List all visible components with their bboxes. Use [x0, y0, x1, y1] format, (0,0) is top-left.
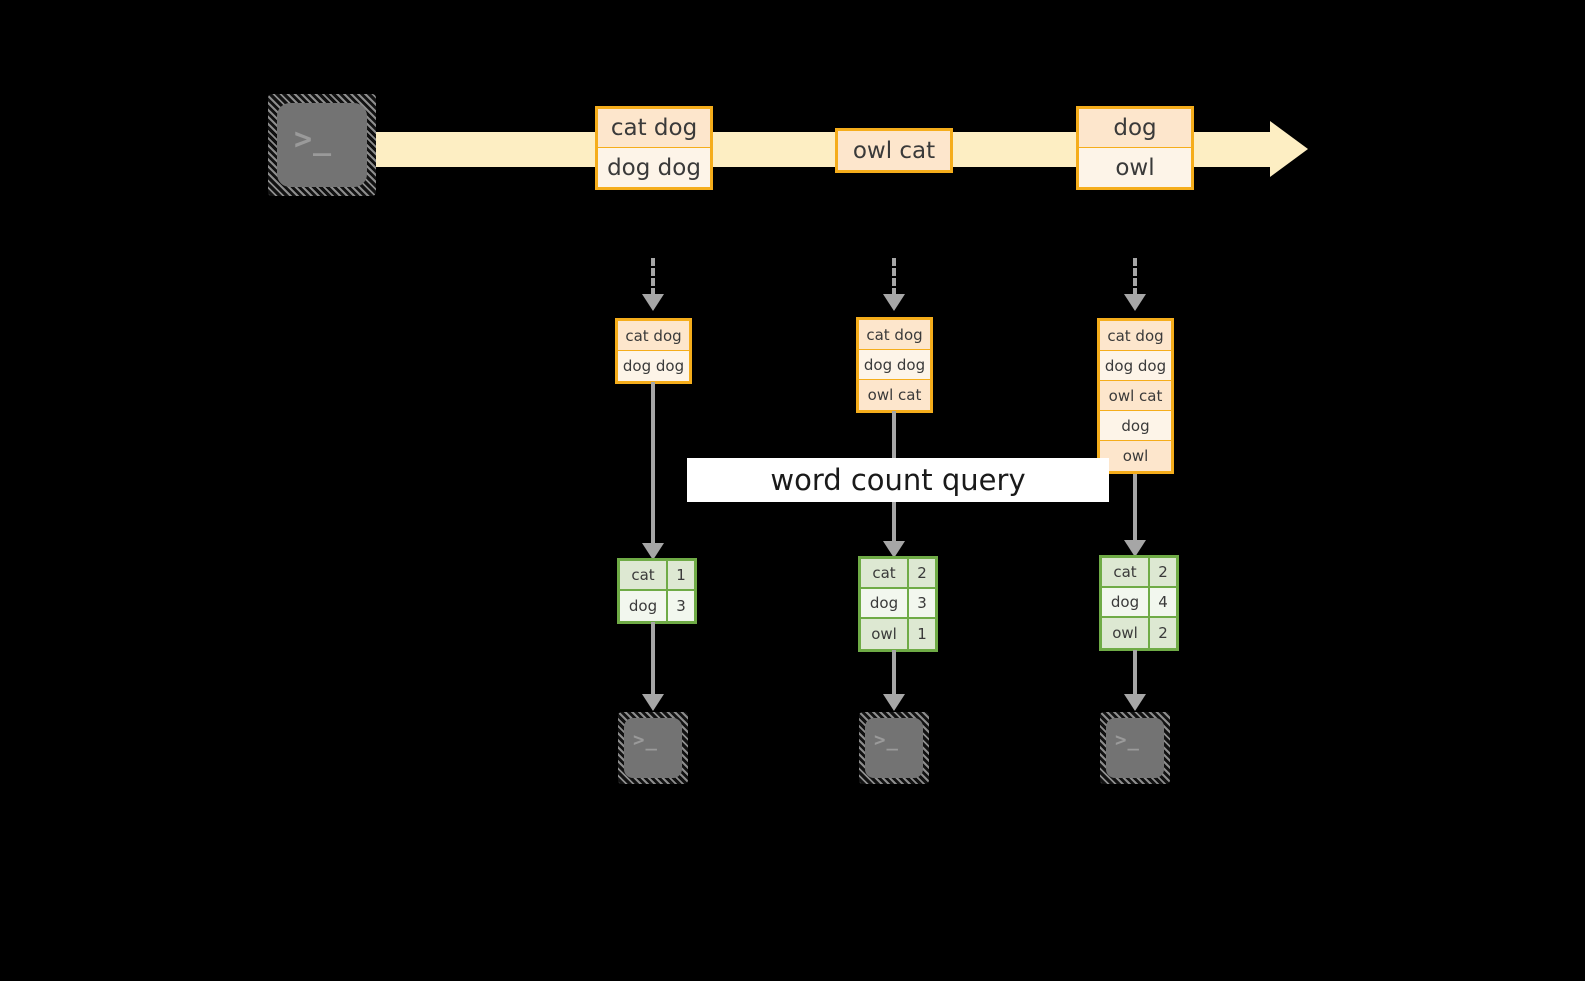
accumulated-3-line-4: dog	[1100, 411, 1171, 441]
terminal-prompt-glyph: >_	[874, 729, 899, 751]
terminal-screen: >_	[1106, 718, 1164, 778]
result-3-count-3: 2	[1150, 618, 1176, 648]
stream-event-3-line-2: owl	[1079, 148, 1191, 187]
terminal-screen: >_	[865, 718, 923, 778]
sink-connector-3	[1133, 650, 1137, 700]
tick-arrowhead-3-icon	[1124, 294, 1146, 311]
tick-connector-1	[651, 258, 655, 296]
result-1-word-1: cat	[620, 561, 668, 589]
result-1-count-2: 3	[668, 591, 694, 621]
query-label-text: word count query	[770, 463, 1026, 497]
table-row: cat 2	[861, 559, 935, 589]
query-arrowhead-3-icon	[1124, 540, 1146, 557]
accumulated-3-line-3: owl cat	[1100, 381, 1171, 411]
result-3-count-1: 2	[1150, 558, 1176, 586]
result-1-word-2: dog	[620, 591, 668, 621]
accumulated-box-1[interactable]: cat dog dog dog	[615, 318, 692, 384]
terminal-screen: >_	[277, 103, 367, 187]
result-table-1[interactable]: cat 1 dog 3	[617, 558, 697, 624]
stream-event-1-line-2: dog dog	[598, 148, 710, 187]
source-terminal-icon: >_	[268, 94, 376, 196]
tick-arrowhead-1-icon	[642, 294, 664, 311]
query-connector-3	[1133, 474, 1137, 549]
accumulated-2-line-1: cat dog	[859, 320, 930, 350]
result-3-word-3: owl	[1102, 618, 1150, 648]
table-row: cat 1	[620, 561, 694, 591]
query-label-band: word count query	[687, 458, 1109, 502]
stream-event-2-line-1: owl cat	[838, 131, 950, 170]
result-2-count-2: 3	[909, 589, 935, 617]
query-connector-1	[651, 382, 655, 550]
result-2-count-3: 1	[909, 619, 935, 649]
sink-arrowhead-3-icon	[1124, 694, 1146, 711]
stream-arrowhead-icon	[1270, 121, 1308, 177]
table-row: owl 2	[1102, 618, 1176, 648]
result-3-count-2: 4	[1150, 588, 1176, 616]
result-2-word-3: owl	[861, 619, 909, 649]
sink-arrowhead-1-icon	[642, 694, 664, 711]
table-row: owl 1	[861, 619, 935, 649]
accumulated-2-line-3: owl cat	[859, 380, 930, 410]
result-3-word-2: dog	[1102, 588, 1150, 616]
result-table-3[interactable]: cat 2 dog 4 owl 2	[1099, 555, 1179, 651]
stream-event-2[interactable]: owl cat	[835, 128, 953, 173]
stream-event-1[interactable]: cat dog dog dog	[595, 106, 713, 190]
accumulated-box-3[interactable]: cat dog dog dog owl cat dog owl	[1097, 318, 1174, 474]
tick-arrowhead-2-icon	[883, 294, 905, 311]
result-1-count-1: 1	[668, 561, 694, 589]
accumulated-1-line-2: dog dog	[618, 351, 689, 381]
sink-connector-1	[651, 622, 655, 700]
accumulated-box-2[interactable]: cat dog dog dog owl cat	[856, 317, 933, 413]
terminal-screen: >_	[624, 718, 682, 778]
stream-event-3-line-1: dog	[1079, 109, 1191, 148]
sink-connector-2	[892, 650, 896, 700]
result-table-2[interactable]: cat 2 dog 3 owl 1	[858, 556, 938, 652]
result-2-word-1: cat	[861, 559, 909, 587]
sink-terminal-icon-1: >_	[618, 712, 688, 784]
tick-connector-2	[892, 258, 896, 296]
terminal-prompt-glyph: >_	[294, 122, 333, 157]
sink-terminal-icon-2: >_	[859, 712, 929, 784]
table-row: dog 3	[861, 589, 935, 619]
result-2-word-2: dog	[861, 589, 909, 617]
sink-terminal-icon-3: >_	[1100, 712, 1170, 784]
table-row: cat 2	[1102, 558, 1176, 588]
terminal-prompt-glyph: >_	[1115, 729, 1140, 751]
tick-connector-3	[1133, 258, 1137, 296]
query-arrowhead-1-icon	[642, 543, 664, 560]
accumulated-2-line-2: dog dog	[859, 350, 930, 380]
sink-arrowhead-2-icon	[883, 694, 905, 711]
query-arrowhead-2-icon	[883, 541, 905, 558]
result-2-count-1: 2	[909, 559, 935, 587]
table-row: dog 4	[1102, 588, 1176, 618]
accumulated-3-line-2: dog dog	[1100, 351, 1171, 381]
stream-event-3[interactable]: dog owl	[1076, 106, 1194, 190]
stream-event-1-line-1: cat dog	[598, 109, 710, 148]
terminal-prompt-glyph: >_	[633, 729, 658, 751]
table-row: dog 3	[620, 591, 694, 621]
result-3-word-1: cat	[1102, 558, 1150, 586]
accumulated-1-line-1: cat dog	[618, 321, 689, 351]
accumulated-3-line-5: owl	[1100, 441, 1171, 471]
accumulated-3-line-1: cat dog	[1100, 321, 1171, 351]
